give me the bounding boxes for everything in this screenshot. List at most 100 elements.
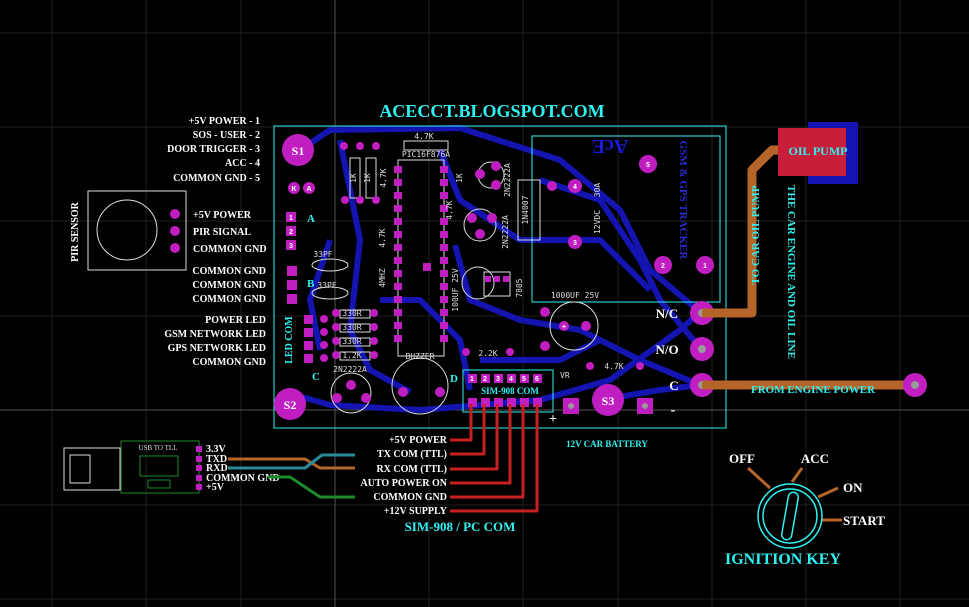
pir-pin-gnd: COMMON GND — [193, 244, 267, 255]
crystal-label: 4MHZ — [378, 268, 387, 287]
gnd-labels: COMMON GND COMMON GND COMMON GND — [192, 266, 266, 305]
mcu-label: PIC16F876A — [402, 150, 450, 159]
led-label-gps: GPS NETWORK LED — [168, 343, 266, 354]
vr-label: VR — [560, 371, 570, 380]
resistor-label-r3: 4.7K — [379, 168, 388, 187]
svg-text:K: K — [291, 186, 296, 193]
engine-power-wire — [702, 373, 927, 397]
led-label-gsm: GSM NETWORK LED — [164, 329, 266, 340]
svg-text:1: 1 — [470, 376, 474, 383]
com-wires — [228, 404, 539, 513]
header-label-2: SOS - USER - 2 — [193, 130, 260, 141]
usb-pin-gnd: COMMON GND — [206, 473, 280, 484]
transistors: 2N2222A 2N2222A 2N2222A — [330, 161, 512, 414]
ignition-title: IGNITION KEY — [725, 551, 841, 568]
svg-text:2: 2 — [483, 376, 487, 383]
led-label-gnd: COMMON GND — [192, 357, 266, 368]
cap-plus: + — [562, 324, 566, 331]
svg-text:3: 3 — [496, 376, 500, 383]
led-labels: POWER LED GSM NETWORK LED GPS NETWORK LE… — [164, 315, 266, 368]
sw-letter-c: C — [312, 371, 320, 383]
relay-pad-4: 4 — [573, 184, 577, 191]
svg-text:COMMON GND: COMMON GND — [192, 294, 266, 305]
sim908-header-label: SIM-908 COM — [481, 386, 539, 396]
transistor-3-label: 2N2222A — [333, 365, 367, 374]
com-labels: +5V POWER TX COM (TTL) RX COM (TTL) AUTO… — [361, 435, 516, 534]
svg-text:3: 3 — [289, 243, 293, 250]
oil-pump-vertical-label: TO CAR OIL PUMP — [750, 185, 762, 284]
svg-text:COMMON GND: COMMON GND — [192, 280, 266, 291]
usb-pin-txd: TXD — [206, 454, 227, 465]
mcu-chip: PIC16F876A — [394, 150, 450, 357]
resistor-label-tr2: 1K — [455, 173, 464, 183]
svg-text:S1: S1 — [292, 144, 305, 158]
pir-sensor: PIR SENSOR +5V POWER PIR SIGNAL COMMON G… — [70, 190, 267, 271]
resistor-label-r4: 4.7K — [378, 228, 387, 247]
engine-power-label: FROM ENGINE POWER — [751, 384, 876, 396]
usb-pin-5v: +5V — [206, 482, 225, 493]
switch-s3: S3 — [592, 384, 624, 416]
pcb-board — [273, 125, 727, 429]
relay-c-label: C — [669, 378, 678, 393]
svg-text:S2: S2 — [284, 398, 297, 412]
sw-letter-d: D — [450, 373, 458, 385]
com-title: SIM-908 / PC COM — [405, 519, 516, 534]
ignition-start: START — [843, 513, 885, 528]
oil-pump-box — [778, 128, 846, 176]
relay-pad-1: 1 — [703, 263, 707, 270]
ignition-acc: ACC — [801, 451, 829, 466]
resistor-silkscreen: 4.7K 1K 1K 4.7K 4.7K 330R 330R 330R 1.2K… — [332, 132, 644, 371]
transistor-2-label: 2N2222A — [503, 163, 512, 197]
resistor-label-330c: 330R — [342, 337, 361, 346]
relay-silkscreen: AcE GSM & GPS TRACKER 30A 12VDC 1N4007 7… — [515, 135, 689, 298]
header-label-5: COMMON GND - 5 — [173, 173, 260, 184]
resistor-label-r2: 1K — [363, 173, 372, 183]
resistor-label-12k: 1.2K — [342, 351, 361, 360]
svg-text:4: 4 — [509, 376, 513, 383]
svg-text:COMMON GND: COMMON GND — [192, 266, 266, 277]
svg-text:6: 6 — [535, 376, 539, 383]
usb-module-label: USB TO TLL — [139, 444, 178, 452]
pir-pin-power: +5V POWER — [193, 210, 252, 221]
regulator-label: 7805 — [515, 278, 524, 297]
cap-33pf-b: 33PF — [317, 281, 336, 290]
battery-minus: - — [671, 403, 676, 418]
relay-tracker-label: GSM & GPS TRACKER — [677, 141, 689, 261]
relay-current: 30A — [593, 183, 602, 198]
ignition-on: ON — [843, 480, 863, 495]
diode-label: 1N4007 — [521, 195, 530, 224]
relay-no-label: N/O — [655, 342, 678, 357]
regulator — [483, 181, 557, 351]
header-labels: +5V POWER - 1 SOS - USER - 2 DOOR TRIGGE… — [167, 116, 260, 184]
header-label-1: +5V POWER - 1 — [189, 116, 260, 127]
header-label-4: ACC - 4 — [225, 158, 260, 169]
svg-text:5: 5 — [522, 376, 526, 383]
resistor-label-330a: 330R — [342, 309, 361, 318]
usb-pin-33v: 3.3V — [206, 444, 227, 455]
led-com-header: LED COM — [284, 315, 328, 364]
switch-s2: S2 — [274, 388, 306, 420]
relay-brand: AcE — [592, 135, 629, 157]
relay-pads: 5 2 1 4 3 — [568, 155, 714, 274]
buzzer: BUZZER — [391, 352, 449, 415]
com-label-tx: TX COM (TTL) — [377, 449, 447, 460]
page-title: ACECCT.BLOGSPOT.COM — [379, 101, 604, 121]
com-label-5v: +5V POWER — [389, 435, 448, 446]
com-label-12v: +12V SUPPLY — [384, 506, 448, 517]
buzzer-label: BUZZER — [406, 352, 435, 361]
sw-letter-a: A — [307, 213, 315, 225]
resistor-label-330b: 330R — [342, 323, 361, 332]
usb-pin-rxd: RXD — [206, 463, 228, 474]
relay-voltage: 12VDC — [593, 210, 602, 234]
ignition-off: OFF — [729, 451, 755, 466]
battery-label: 12V CAR BATTERY — [566, 439, 648, 449]
com-label-gnd: COMMON GND — [373, 492, 447, 503]
resistor-label-22k: 2.2K — [478, 349, 497, 358]
com-label-autopower: AUTO POWER ON — [361, 478, 448, 489]
relay-pad-3: 3 — [573, 240, 577, 247]
cap-33pf-a: 33PF — [313, 250, 332, 259]
pir-pin-signal: PIR SIGNAL — [193, 227, 251, 238]
svg-text:S3: S3 — [602, 394, 615, 408]
